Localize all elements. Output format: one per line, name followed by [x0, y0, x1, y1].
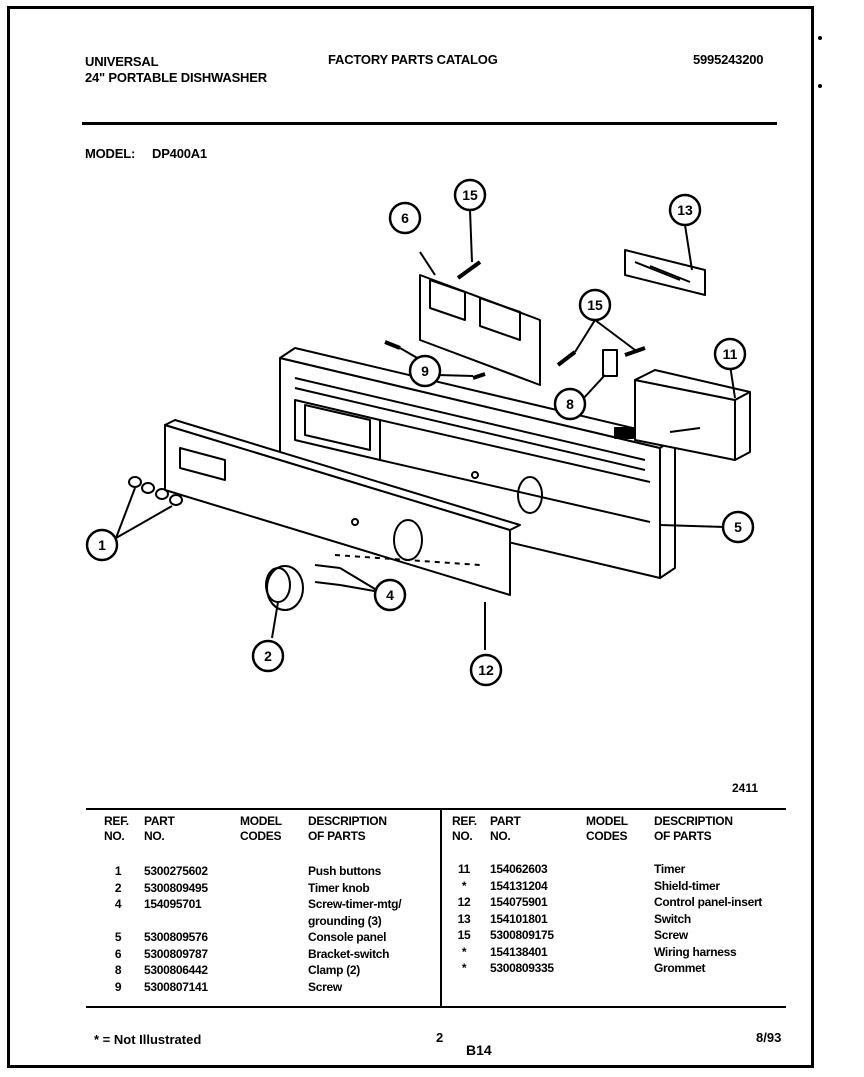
header-rule: [82, 122, 777, 125]
catalog-date: 8/93: [756, 1030, 782, 1045]
callout-label: 15: [462, 187, 478, 203]
description-cell: grounding (3): [308, 913, 382, 928]
description-cell: Screw: [654, 928, 688, 942]
ref-cell: 13: [457, 911, 471, 926]
callout-5: [721, 510, 755, 544]
callout-label: 13: [677, 202, 693, 218]
ref-cell: 11: [457, 862, 471, 876]
col-ref-header: REF.NO.: [104, 814, 129, 843]
insert-window: [179, 447, 226, 481]
callout-2: [251, 639, 285, 673]
callout-label: 2: [264, 648, 272, 664]
console-panel-side: [659, 437, 676, 579]
part-number-cell: 5300809576: [144, 930, 208, 944]
callout-label: 4: [386, 587, 394, 603]
callout-label: 12: [478, 662, 494, 678]
ref-cell: 1: [114, 864, 122, 878]
description-cell: Switch: [654, 911, 691, 926]
part-number-cell: 154131204: [490, 878, 548, 893]
callout-label: 1: [98, 537, 106, 553]
callout-label: 8: [566, 396, 574, 412]
document-number: 5995243200: [693, 52, 764, 67]
callout-4: [373, 578, 407, 612]
callout-label: 9: [421, 363, 429, 379]
part-number-cell: 154062603: [490, 862, 548, 876]
description-cell: Timer: [654, 862, 685, 876]
callout-9: [408, 354, 442, 388]
callout-12: [469, 653, 503, 687]
figure-code: 2411: [732, 781, 759, 795]
callout-label: 11: [723, 346, 738, 362]
description-cell: Push buttons: [308, 864, 382, 878]
console-window: [304, 404, 371, 451]
not-illustrated-note: * = Not Illustrated: [94, 1032, 202, 1047]
description-cell: Control panel-insert: [654, 895, 763, 909]
edge-mark: [818, 84, 822, 88]
model-value: DP400A1: [152, 146, 207, 161]
part-number-cell: 154075901: [490, 895, 548, 909]
part-number-cell: 5300807141: [144, 979, 208, 994]
part-number-cell: 5300806442: [144, 963, 208, 977]
part-number-cell: 5300809335: [490, 961, 554, 975]
part-number-cell: 5300809787: [144, 946, 208, 961]
edge-mark: [818, 36, 822, 40]
description-cell: Grommet: [654, 961, 706, 975]
description-cell: Timer knob: [308, 880, 370, 895]
description-cell: Shield-timer: [654, 878, 720, 893]
callout-15-right: [578, 288, 612, 322]
callout-label: 6: [401, 210, 409, 226]
part-number-cell: 154101801: [490, 911, 548, 926]
ref-cell: 6: [114, 946, 122, 961]
ref-cell: 4: [114, 897, 122, 911]
callout-8: [553, 387, 587, 421]
part-number-cell: 5300275602: [144, 864, 208, 878]
description-cell: Wiring harness: [654, 944, 737, 959]
part-number-cell: 154095701: [144, 897, 202, 911]
callout-11: [713, 337, 747, 371]
callout-label: 5: [734, 519, 742, 535]
ref-cell: 5: [114, 930, 122, 944]
ref-cell: *: [461, 878, 467, 893]
brand-title: UNIVERSAL: [85, 54, 159, 69]
description-cell: Screw-timer-mtg/: [308, 897, 402, 911]
page-frame: [7, 6, 814, 1068]
ref-cell: 12: [457, 895, 471, 909]
callout-6: [388, 201, 422, 235]
exploded-parts-diagram: 15 6 13 15 11 9 8 5 1 4 2 12: [85, 178, 755, 687]
section-code: B14: [466, 1042, 492, 1058]
catalog-title: FACTORY PARTS CATALOG: [328, 52, 498, 67]
ref-cell: 15: [457, 928, 471, 942]
description-cell: Console panel: [308, 930, 387, 944]
part-number-cell: 154138401: [490, 944, 548, 959]
description-cell: Bracket-switch: [308, 946, 390, 961]
ref-cell: 2: [114, 880, 122, 895]
ref-cell: *: [461, 961, 467, 975]
description-cell: Screw: [308, 979, 342, 994]
part-number-cell: 5300809175: [490, 928, 554, 942]
clamp: [602, 349, 618, 377]
model-label: MODEL:: [85, 146, 136, 161]
page-number: 2: [436, 1030, 444, 1045]
product-title: 24" PORTABLE DISHWASHER: [85, 70, 267, 85]
callout-13: [668, 193, 702, 227]
callout-15-top: [453, 178, 487, 212]
callout-label: 15: [587, 297, 603, 313]
callout-1: [85, 528, 119, 562]
ref-cell: 8: [114, 963, 122, 977]
col-ref-header: REF.NO.: [452, 814, 477, 843]
description-cell: Clamp (2): [308, 963, 360, 977]
part-number-cell: 5300809495: [144, 880, 208, 895]
ref-cell: *: [461, 944, 467, 959]
ref-cell: 9: [114, 979, 122, 994]
